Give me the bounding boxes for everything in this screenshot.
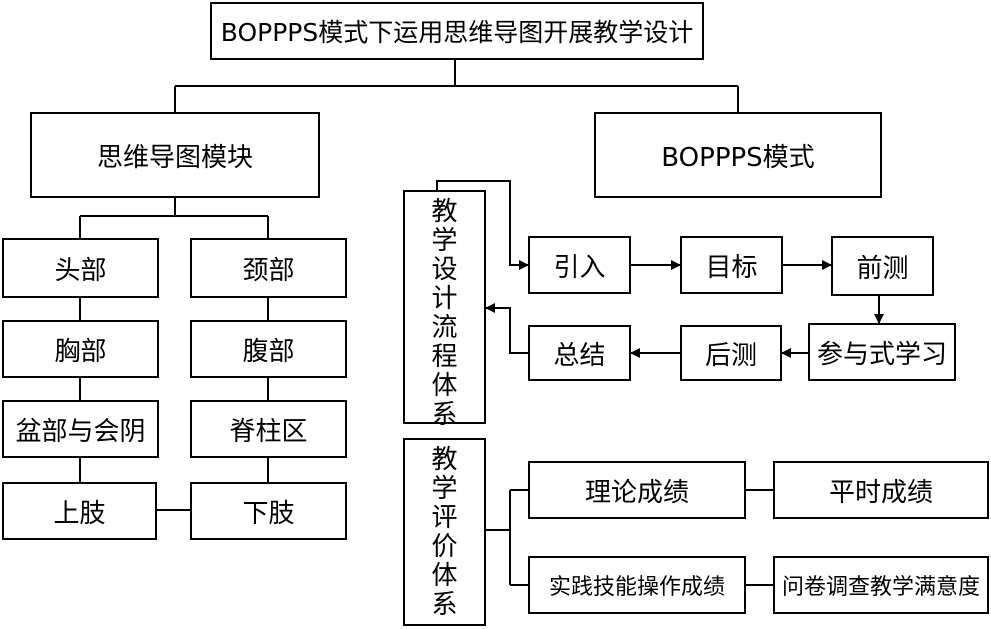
bopps-mode-node: BOPPPS模式 xyxy=(594,112,882,198)
flow-step-bridge-in: 引入 xyxy=(528,236,631,294)
flow-step-objective: 目标 xyxy=(680,236,783,294)
node-neck: 颈部 xyxy=(190,238,347,298)
node-chest: 胸部 xyxy=(2,320,159,378)
flow-step-participatory: 参与式学习 xyxy=(808,323,956,381)
mindmap-module-node: 思维导图模块 xyxy=(30,112,320,198)
eval-practical-skill-score: 实践技能操作成绩 xyxy=(528,556,746,614)
node-pelvis-perineum: 盆部与会阴 xyxy=(2,400,159,458)
flow-step-summary: 总结 xyxy=(528,325,631,381)
eval-regular-score: 平时成绩 xyxy=(773,461,989,519)
node-head: 头部 xyxy=(2,238,159,298)
node-abdomen: 腹部 xyxy=(190,320,347,378)
eval-survey-satisfaction: 问卷调查教学满意度 xyxy=(773,556,989,614)
diagram-title: BOPPPS模式下运用思维导图开展教学设计 xyxy=(210,2,704,60)
flow-system-node: 教学设计流程体系 xyxy=(403,190,486,430)
eval-theory-score: 理论成绩 xyxy=(528,461,746,519)
flow-step-posttest: 后测 xyxy=(680,325,782,381)
node-lower-limb: 下肢 xyxy=(190,482,347,540)
flow-step-pretest: 前测 xyxy=(831,236,934,296)
node-spine-region: 脊柱区 xyxy=(190,400,347,458)
evaluation-system-node: 教学评价体系 xyxy=(403,438,486,626)
node-upper-limb: 上肢 xyxy=(2,482,157,540)
